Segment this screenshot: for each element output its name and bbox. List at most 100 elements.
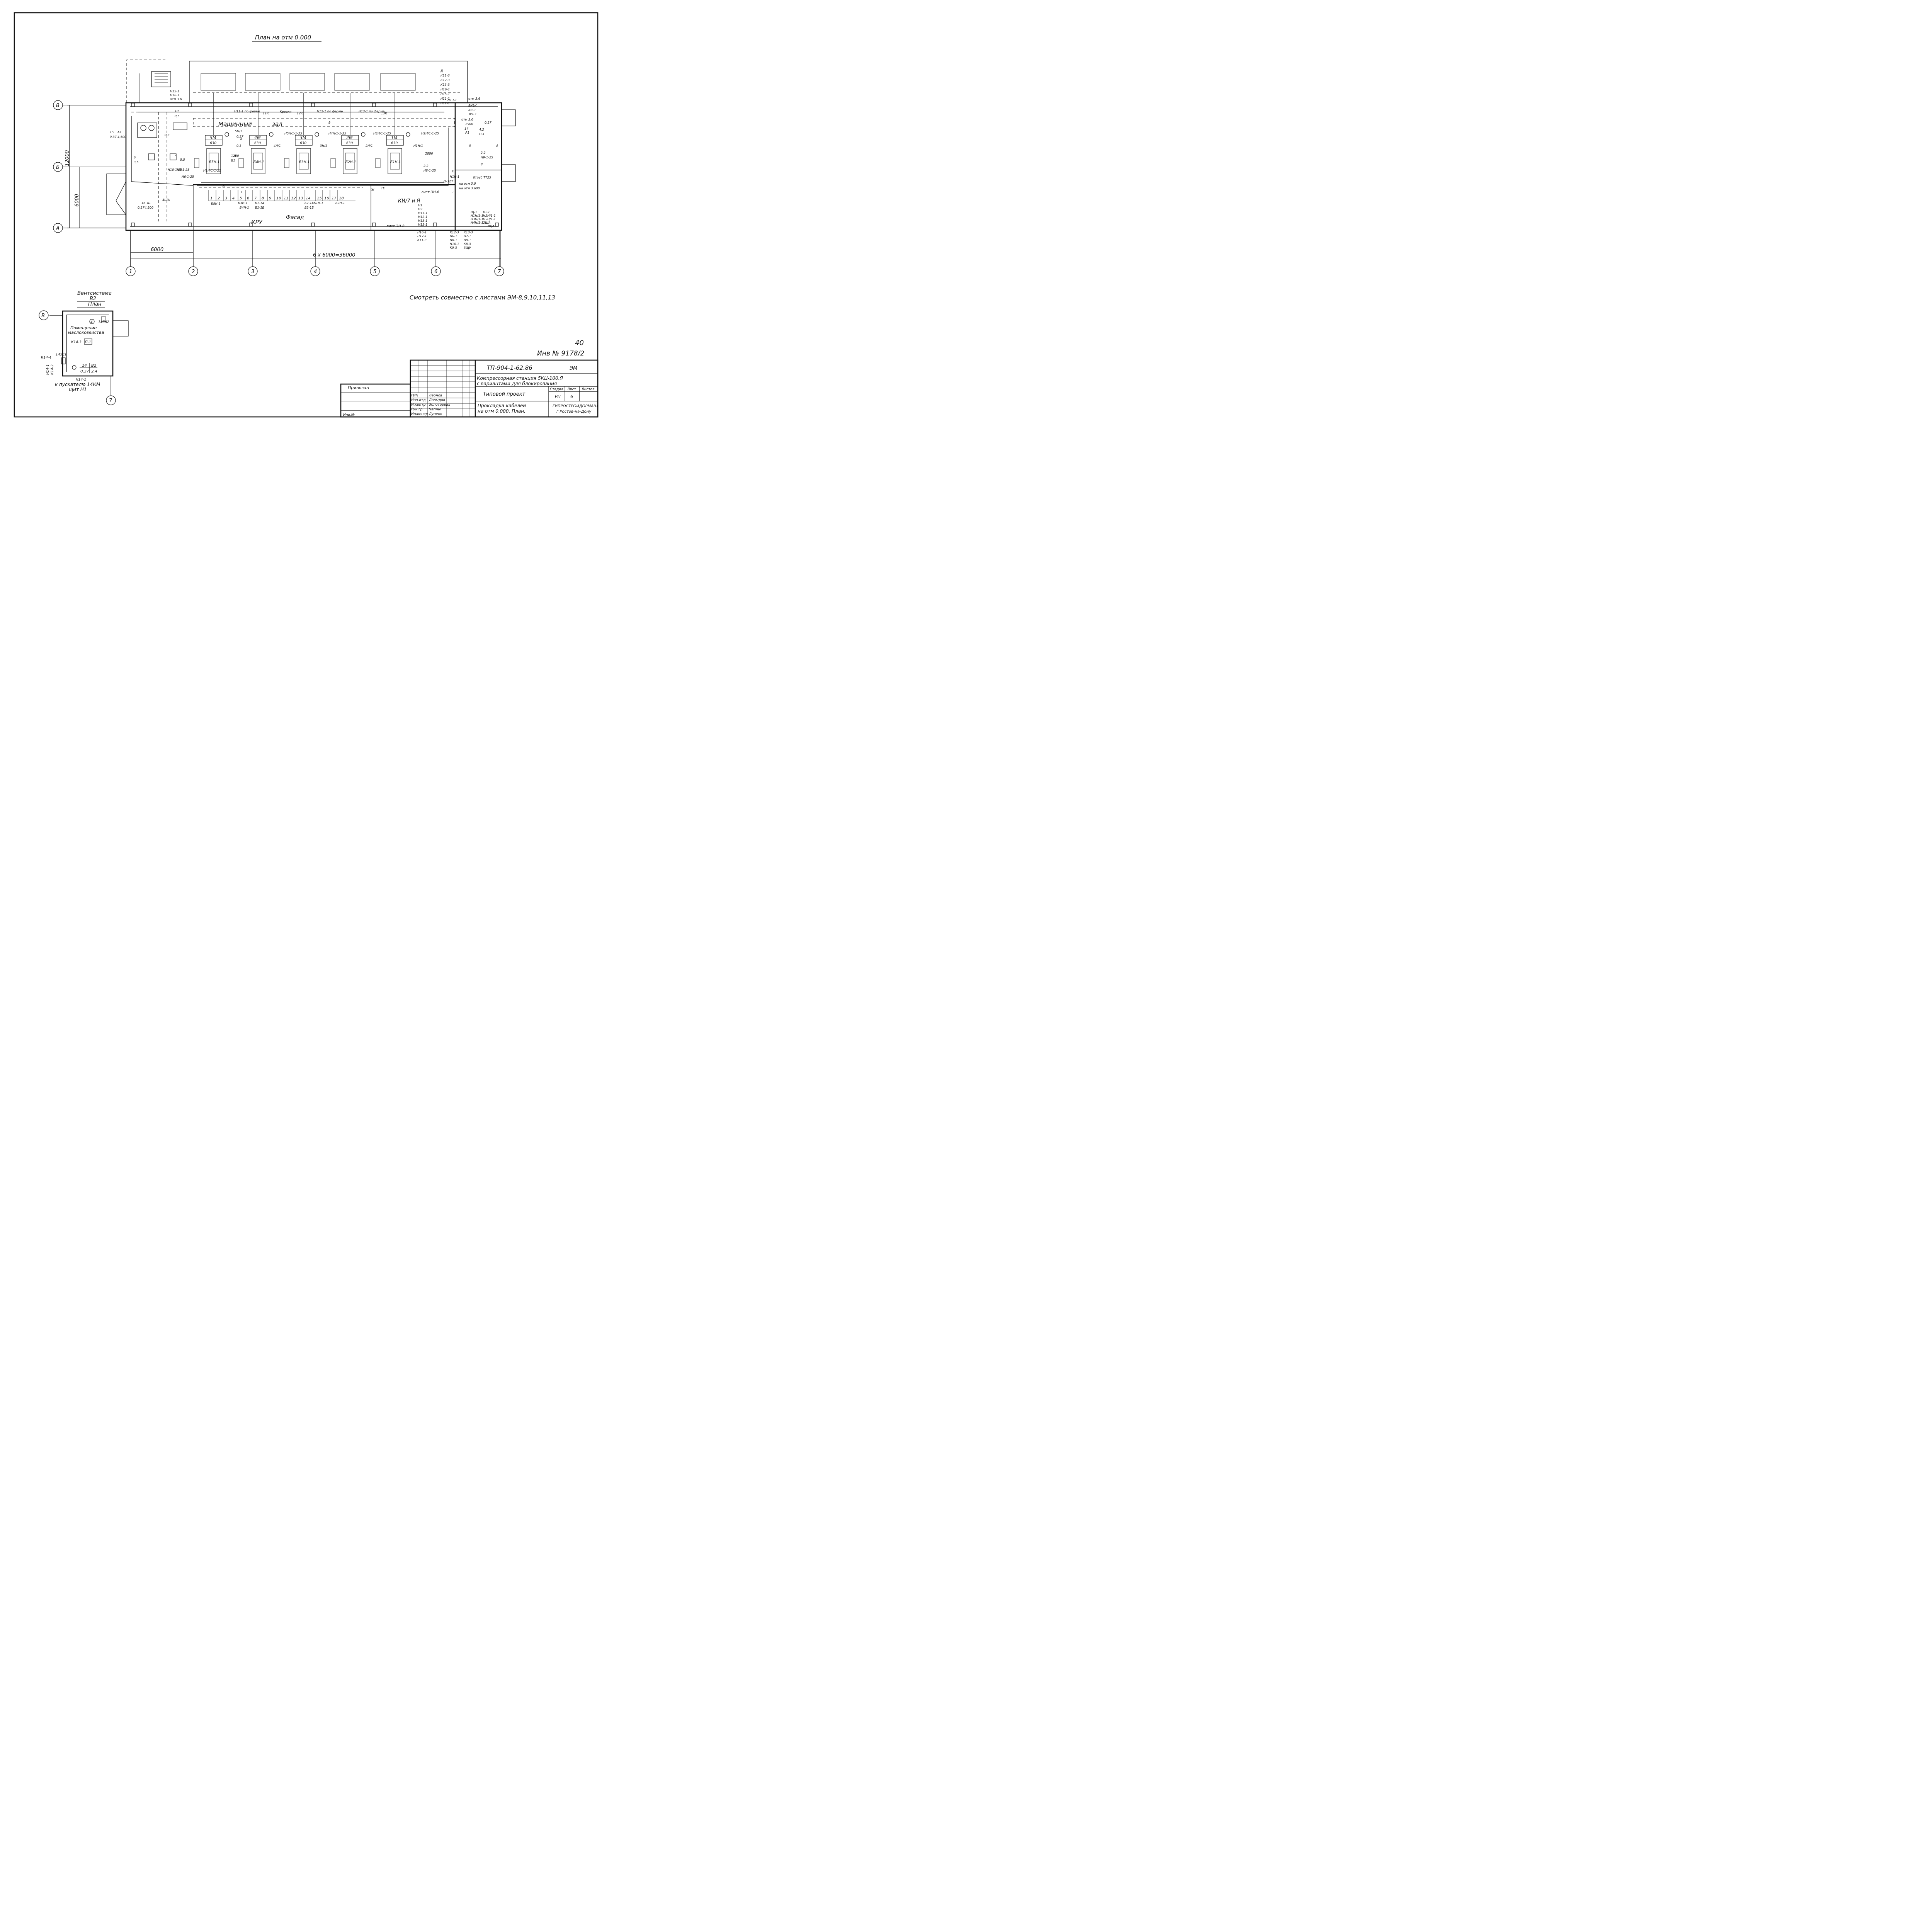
kru-label: Б4Н-1	[240, 206, 249, 209]
stamp-role: ГИП	[411, 394, 418, 398]
cable-note: Н7-1	[464, 235, 471, 238]
cable-note: 5Н/1	[235, 129, 242, 133]
cable-note: 4,2	[479, 128, 484, 131]
axis-marker-7	[494, 266, 504, 276]
kru-cell: 8	[262, 196, 264, 201]
kru-cell: 2	[218, 196, 220, 201]
kru-cell: 17	[332, 196, 337, 201]
cable-note: Б1	[231, 159, 235, 162]
vent-cable-1: К14-3	[71, 340, 82, 344]
dim-height-lower: 6000	[74, 194, 80, 207]
stamp-name: Леонов	[429, 394, 442, 398]
compressor-5М	[205, 135, 223, 146]
vent-fan-kw: 0,37	[80, 369, 89, 374]
cable-note: Н1Н/1-1	[471, 214, 483, 218]
cable-note: Т	[452, 190, 454, 194]
axis-label-3: 3	[251, 269, 254, 275]
stamp-org-2: г Ростов-на-Дону	[556, 410, 592, 414]
kru-cell: 4	[232, 196, 235, 201]
cable-note: Н6-1	[450, 235, 457, 238]
compressor-1М	[386, 135, 404, 146]
cable-note: 15	[110, 131, 114, 134]
cable-note: Н2Н/1-1	[483, 214, 496, 218]
cable-note: 4,500	[145, 206, 153, 209]
vent-note-1: к пускателю 14КМ	[55, 382, 100, 387]
kru-cell: 11	[284, 196, 289, 201]
dimensions	[67, 105, 501, 267]
cable-note: 8К9К	[468, 104, 477, 107]
stamp-drawing-1: Прокладка кабелей	[478, 403, 526, 408]
compressor-starter: Б2Н-1	[345, 160, 356, 164]
room-kru: КРУ	[251, 219, 263, 226]
kru-cell: 13	[298, 196, 303, 201]
cable-note: Н9-1-25	[481, 156, 493, 159]
stamp-name-1: Компрессорная станция 5КЦ-100.Я	[477, 376, 563, 381]
cable-note: 10	[175, 109, 179, 113]
cable-note: 2,2	[423, 164, 429, 168]
sheet-ref-em6: лист ЭН-6	[421, 190, 439, 194]
stamp-role: Инженер	[411, 412, 428, 416]
vent-k142: К14-2	[51, 364, 54, 375]
kru-cell: 7	[254, 196, 257, 201]
vent-title-code: В2	[90, 296, 96, 302]
kru-cell: 9	[269, 196, 271, 201]
compressor-power: 630	[300, 141, 306, 145]
cable-note: Н16-1	[170, 94, 179, 97]
cable-note: 17	[464, 127, 469, 131]
cable-note: Н15-1	[440, 92, 450, 96]
cable-note: 4Н/1	[274, 144, 281, 148]
cable-note: А	[496, 144, 498, 148]
cable-note: Д	[440, 69, 443, 73]
axis-label-В: В	[56, 103, 60, 109]
cable-note: Н6-1-25	[182, 175, 194, 179]
compressor-label: 4М	[254, 135, 261, 140]
kru-cell: 15	[317, 196, 322, 201]
cable-note: 2500	[465, 122, 473, 126]
compressor-starter: Б1Н-1	[390, 160, 401, 164]
cable-note: Н11-1	[418, 211, 427, 215]
kru-label: Б1-1Б	[255, 206, 265, 209]
cable-note: Н13-1 по ферме	[359, 110, 384, 113]
cable-note: 4	[234, 154, 236, 158]
cable-note: 11К	[263, 112, 269, 115]
vent-title: Вентсистема	[77, 291, 112, 296]
cable-note: Г	[241, 190, 243, 194]
cable-note: Н2Н/1-1-25	[421, 132, 439, 135]
cable-note: отм 3.6	[468, 97, 480, 100]
vent-circle-4: 4	[90, 320, 93, 324]
cable-note: Н10-1-25	[168, 168, 182, 172]
kru-cell: 14	[306, 196, 311, 201]
cable-note: 2,2	[481, 151, 486, 155]
cable-note: К12-3	[450, 231, 459, 234]
cable-note: Н12-1	[440, 102, 450, 105]
cable-note: Кровля	[280, 110, 291, 114]
cable-note: Щ-2	[483, 211, 490, 214]
cable-note: 0,37	[138, 206, 145, 209]
cable-note: 3ЩА	[487, 224, 494, 228]
stamp-sheet: 6	[570, 394, 573, 399]
see-together-note: Смотреть совместно с листами ЭМ-8,9,10,1…	[410, 294, 555, 301]
axis-label-5: 5	[373, 269, 376, 275]
cable-note: К12-3	[440, 78, 450, 82]
dim-span-first: 6000	[151, 247, 163, 253]
cable-note: Н2	[418, 207, 422, 211]
stamp-stage-h: Стадия	[550, 388, 563, 391]
kru-cell: 12	[291, 196, 296, 201]
sheet-ref-em8: лист ЭН-8	[386, 224, 405, 228]
axis-marker-6	[431, 266, 441, 276]
cable-note: 5,5	[180, 158, 185, 162]
vent-p1: П-1	[85, 340, 91, 344]
room-kuiya: КИ/7 и Я	[398, 198, 420, 204]
cable-note: К8-3	[464, 242, 471, 246]
kru-label: Б2Н-1	[335, 201, 345, 205]
compressor-units: 5М630Б5Н-14М630Б4Н-13М630Б3Н-12М630Б2Н-1…	[194, 93, 410, 174]
page-number: 40	[575, 339, 584, 347]
cable-note: Е	[452, 170, 454, 173]
axis-label-7: 7	[498, 269, 501, 275]
cable-note: Н1-1-25	[177, 168, 189, 172]
cable-note: Н13-1	[418, 219, 427, 223]
dim-height-total: 12000	[65, 150, 70, 166]
cable-note: Н13-1	[447, 99, 457, 102]
stamp-org-1: ГИПРОСТРОЙДОРМАШ	[553, 403, 598, 408]
